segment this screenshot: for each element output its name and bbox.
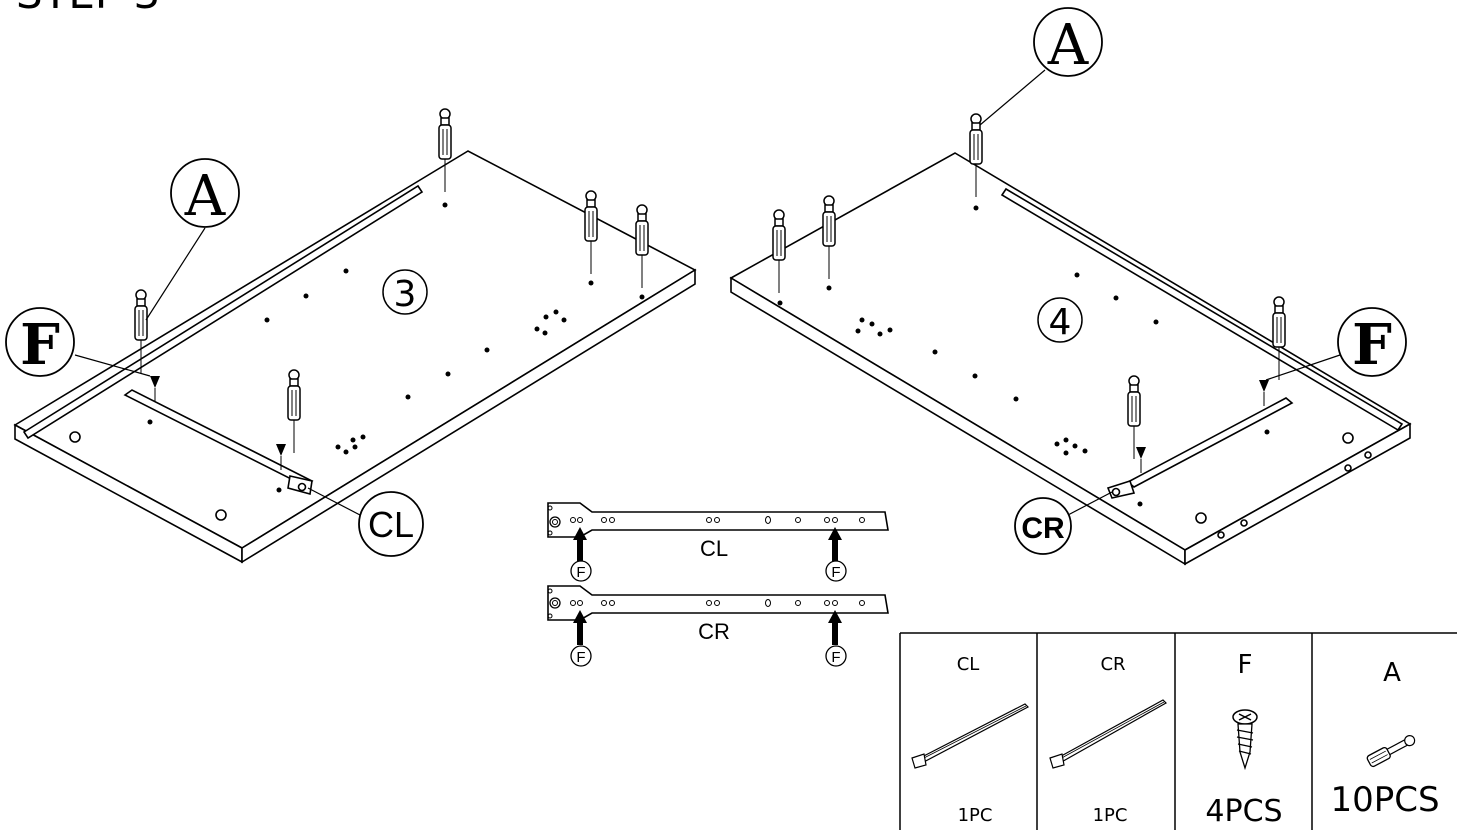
- screw-icon: [1232, 709, 1258, 771]
- panel-4-number: 4: [1037, 297, 1083, 343]
- part-qty-f: 4PCS: [1205, 794, 1282, 829]
- rail-detail-cr: CR F F: [547, 585, 889, 667]
- step-title: STEP 3: [16, 0, 160, 18]
- svg-text:4: 4: [1049, 302, 1072, 343]
- callout-F-right: F: [1265, 307, 1407, 381]
- panel-3-number: 3: [382, 269, 428, 315]
- drawer-rail-right-icon: [1049, 699, 1167, 769]
- callout-CR-right: CR: [1014, 491, 1113, 555]
- svg-text:F: F: [831, 649, 840, 666]
- callout-F-left: F: [5, 307, 151, 378]
- panel-4-holes: [777, 205, 1270, 507]
- callout-CL-left: CL: [307, 487, 424, 557]
- callout-A-right: A: [979, 7, 1103, 126]
- parts-table: CL 1PC CR 1PC F 4PCS A: [899, 632, 1457, 830]
- svg-text:F: F: [1352, 312, 1392, 378]
- rail-detail-cl: CL F F: [547, 502, 889, 582]
- svg-text:A: A: [184, 164, 226, 229]
- panel-3: [13, 150, 697, 564]
- part-code-cr: CR: [1100, 654, 1125, 675]
- part-qty-a: 10PCS: [1330, 780, 1439, 820]
- rail-detail-cr-label: CR: [698, 619, 730, 644]
- part-qty-cl: 1PC: [958, 805, 993, 826]
- svg-text:A: A: [1047, 13, 1089, 78]
- svg-text:F: F: [576, 564, 585, 581]
- rail-detail-cl-label: CL: [700, 536, 728, 561]
- svg-text:F: F: [831, 564, 840, 581]
- svg-text:F: F: [576, 649, 585, 666]
- cam-dowel-icon: [1366, 735, 1416, 768]
- part-code-a: A: [1383, 658, 1401, 688]
- callout-A-left: A: [145, 158, 240, 321]
- svg-text:CL: CL: [368, 504, 414, 545]
- drawer-rail-left-icon: [911, 703, 1029, 769]
- panel-4: [729, 152, 1412, 566]
- svg-text:F: F: [20, 312, 60, 378]
- svg-text:CR: CR: [1021, 512, 1065, 545]
- svg-text:3: 3: [394, 274, 417, 315]
- part-code-cl: CL: [957, 654, 980, 675]
- part-code-f: F: [1238, 650, 1253, 680]
- part-qty-cr: 1PC: [1093, 805, 1128, 826]
- panel-3-holes: [147, 202, 645, 493]
